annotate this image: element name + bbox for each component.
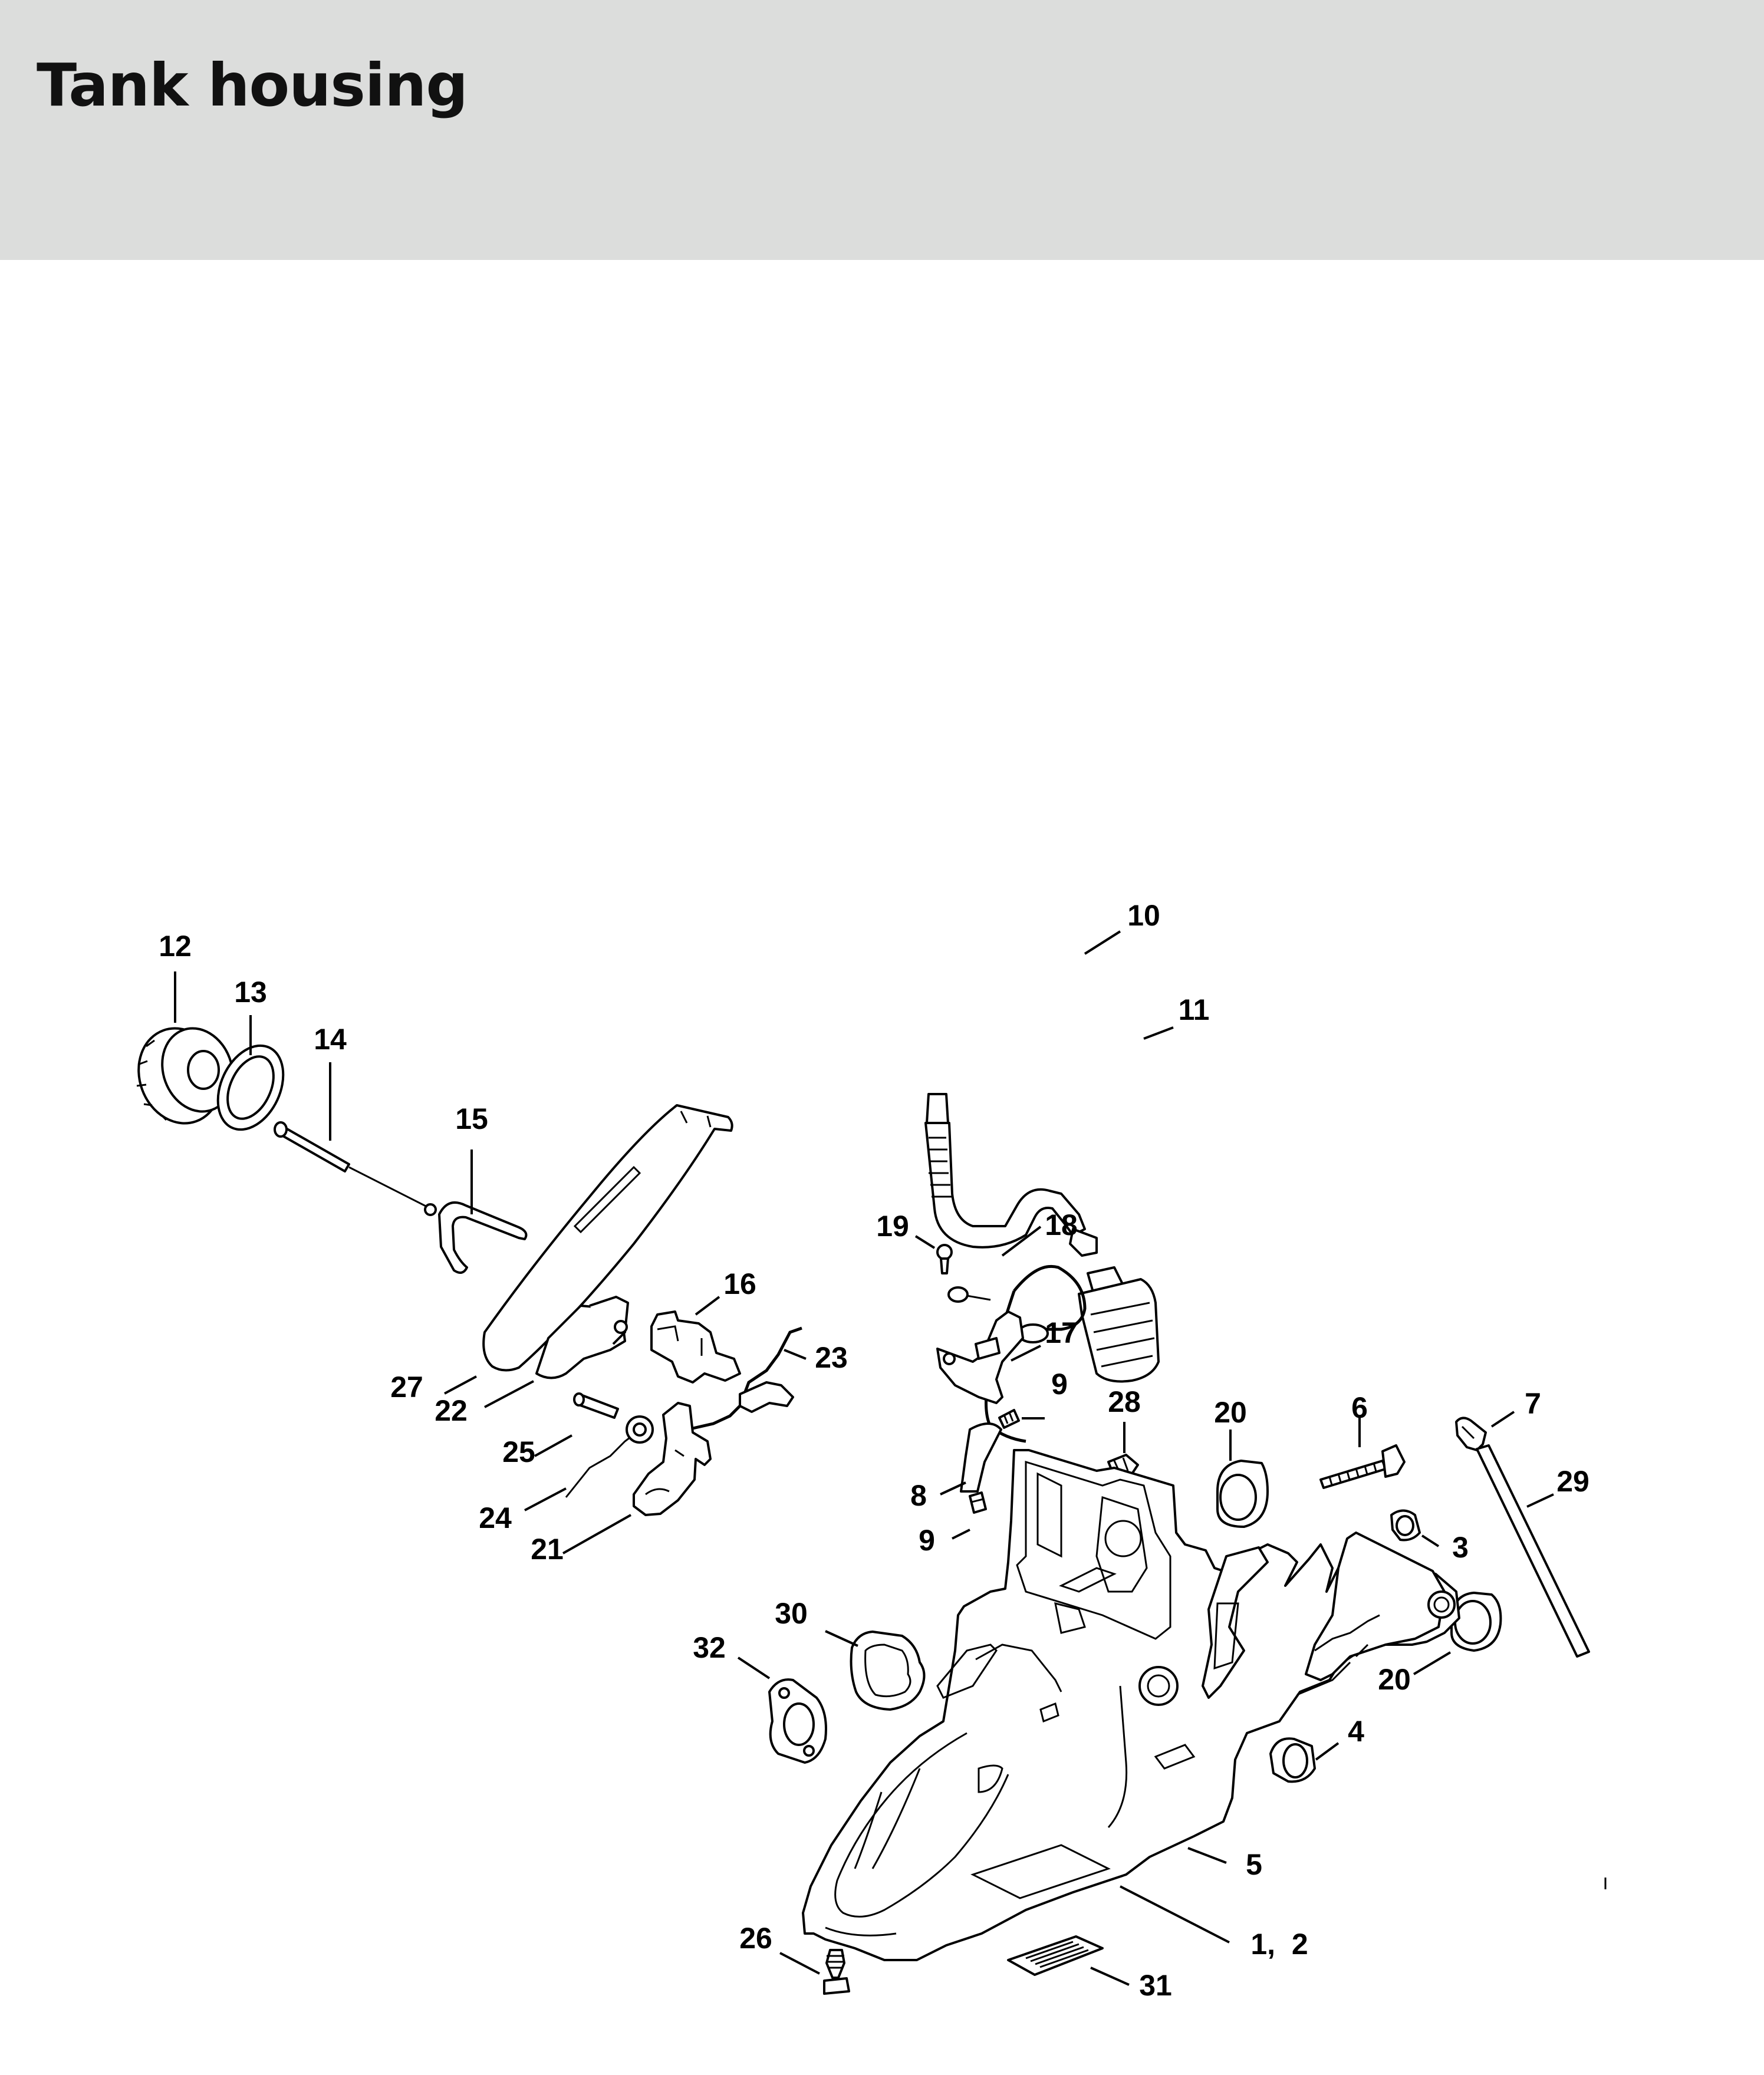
tank-housing-body-part[interactable] <box>802 1449 1460 1961</box>
gasket-part[interactable] <box>850 1631 926 1711</box>
callout-labels: 12 13 14 15 10 11 19 18 16 17 23 27 22 2… <box>159 899 1589 2002</box>
callout-4: 4 <box>1348 1715 1364 1748</box>
page-header: Tank housing <box>0 0 1764 260</box>
exploded-parts-diagram: 12 13 14 15 10 11 19 18 16 17 23 27 22 2… <box>0 260 1764 2075</box>
handle-grip-part[interactable] <box>482 1104 733 1372</box>
callout-9-upper: 9 <box>1051 1368 1068 1401</box>
impulse-hose-part[interactable] <box>960 1422 1002 1493</box>
hose-piece-lower-part[interactable] <box>969 1491 987 1514</box>
callout-21: 21 <box>531 1533 564 1566</box>
fuel-filter-part[interactable] <box>1078 1266 1160 1383</box>
hose-piece-upper-part[interactable] <box>998 1409 1020 1429</box>
throttle-trigger-part[interactable] <box>633 1402 712 1516</box>
callout-10: 10 <box>1127 899 1160 932</box>
tank-cap-part[interactable] <box>126 1017 244 1135</box>
callout-27: 27 <box>390 1371 423 1404</box>
sole-plate-part[interactable] <box>1007 1935 1104 1976</box>
callout-12: 12 <box>159 930 192 963</box>
callout-31: 31 <box>1139 1969 1172 2002</box>
callout-23: 23 <box>815 1341 848 1374</box>
torsion-spring-part[interactable] <box>565 1415 654 1498</box>
gasket-plate-part[interactable] <box>768 1678 827 1764</box>
callout-8: 8 <box>910 1479 927 1512</box>
bottom-screw-part[interactable] <box>823 1949 850 1995</box>
annular-buffer-lower-part[interactable] <box>1450 1592 1502 1652</box>
callout-20-lower: 20 <box>1378 1663 1411 1696</box>
callout-17: 17 <box>1045 1316 1078 1349</box>
callout-16: 16 <box>723 1267 756 1300</box>
fuel-hose-part[interactable] <box>924 1093 1098 1257</box>
page-title: Tank housing <box>37 51 468 120</box>
callout-28: 28 <box>1108 1385 1141 1418</box>
contact-plate-part[interactable] <box>936 1310 1024 1404</box>
ground-screw-part[interactable] <box>936 1244 953 1274</box>
callout-13: 13 <box>234 976 267 1009</box>
callout-5: 5 <box>1246 1848 1262 1881</box>
callout-25: 25 <box>502 1435 535 1468</box>
throttle-rod-part[interactable] <box>692 1326 802 1430</box>
tube-part[interactable] <box>1476 1444 1590 1658</box>
callout-7: 7 <box>1525 1387 1541 1420</box>
callout-32: 32 <box>693 1631 726 1664</box>
callout-29: 29 <box>1556 1465 1589 1498</box>
callout-6: 6 <box>1351 1391 1368 1424</box>
callout-19: 19 <box>876 1210 909 1243</box>
callout-18: 18 <box>1045 1208 1078 1241</box>
callout-11: 11 <box>1179 993 1210 1026</box>
long-screw-part[interactable] <box>1319 1444 1406 1489</box>
handle-lever-part[interactable] <box>535 1296 629 1379</box>
plug-part[interactable] <box>1269 1737 1316 1783</box>
seal-ring-part[interactable] <box>205 1035 296 1140</box>
switch-block-part[interactable] <box>650 1310 741 1384</box>
callout-26: 26 <box>739 1922 772 1955</box>
bushing-part[interactable] <box>1390 1509 1421 1542</box>
callout-24: 24 <box>479 1501 512 1534</box>
retaining-pin-part[interactable] <box>274 1121 437 1216</box>
callout-15: 15 <box>455 1102 488 1135</box>
callout-22: 22 <box>435 1394 468 1427</box>
callout-20-upper: 20 <box>1214 1396 1247 1429</box>
elbow-fitting-part[interactable] <box>1455 1417 1487 1451</box>
callout-9-lower: 9 <box>919 1524 935 1557</box>
annular-buffer-upper-part[interactable] <box>1216 1460 1269 1528</box>
callout-30: 30 <box>775 1597 808 1630</box>
leader-lines <box>174 930 1554 1986</box>
callout-3: 3 <box>1452 1531 1469 1564</box>
pivot-pin-part[interactable] <box>573 1392 619 1419</box>
clip-spring-part[interactable] <box>438 1201 528 1274</box>
callout-14: 14 <box>314 1023 347 1056</box>
callout-1-2: 1, 2 <box>1250 1928 1308 1961</box>
